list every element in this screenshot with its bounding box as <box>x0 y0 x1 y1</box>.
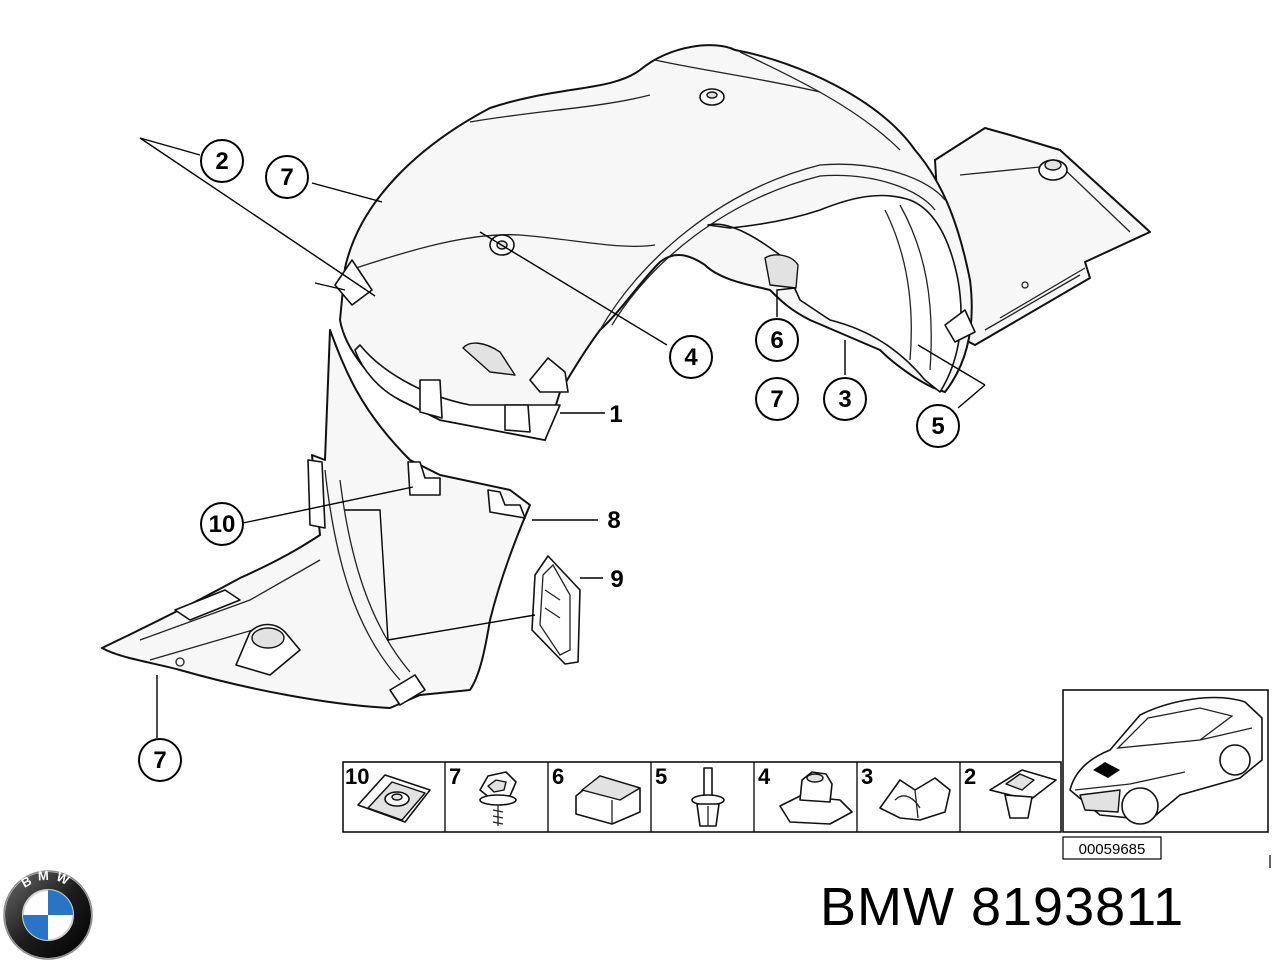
square-clip-icon <box>575 775 641 825</box>
callout-5-label: 5 <box>931 413 944 440</box>
label-8: 8 <box>607 507 620 534</box>
strip-number-2: 2 <box>964 764 976 789</box>
diagram-reference-box: 00059685 <box>1062 836 1162 860</box>
car-locator-thumbnail <box>1062 689 1269 833</box>
strip-number-5: 5 <box>655 764 667 789</box>
diagram-reference-number: 00059685 <box>1079 841 1146 858</box>
spring-clip-icon <box>879 777 951 821</box>
callout-7-top: 7 <box>265 155 309 199</box>
callout-2-label: 2 <box>215 148 228 175</box>
fastener-strip: 10 7 6 5 4 3 2 <box>342 761 1062 833</box>
callout-4-label: 4 <box>684 344 698 371</box>
callout-2: 2 <box>200 139 244 183</box>
strip-number-4: 4 <box>758 764 771 789</box>
brand-part-title: BMW 8193811 <box>820 877 1185 937</box>
wheel-arch-liner-front <box>101 329 531 709</box>
callout-3: 3 <box>823 377 867 421</box>
bmw-logo-icon: BMW <box>3 868 93 960</box>
callout-5: 5 <box>916 404 960 448</box>
underbody-panel <box>934 127 1151 346</box>
label-9: 9 <box>610 566 623 593</box>
strip-number-10: 10 <box>345 764 369 789</box>
callout-3-label: 3 <box>838 386 851 413</box>
callout-4: 4 <box>669 335 713 379</box>
strip-number-7: 7 <box>449 764 461 789</box>
label-1: 1 <box>609 401 622 428</box>
callout-6-label: 6 <box>770 327 783 354</box>
cover-patch <box>531 555 581 665</box>
leader-lines <box>139 137 986 738</box>
callout-7-bottom-label: 7 <box>153 747 166 774</box>
callout-7-top-label: 7 <box>280 164 293 191</box>
callout-6: 6 <box>755 318 799 362</box>
callout-7-mid: 7 <box>755 377 799 421</box>
speed-nut-clip-icon <box>357 774 431 823</box>
callout-7-bottom: 7 <box>138 738 182 782</box>
callout-10: 10 <box>200 502 244 546</box>
strip-number-6: 6 <box>552 764 564 789</box>
callout-10-label: 10 <box>209 511 236 538</box>
wheel-arch-liner-upper <box>334 44 976 441</box>
hex-screw-icon <box>479 771 517 826</box>
push-rivet-icon <box>691 767 725 827</box>
expanding-clip-icon <box>989 769 1057 819</box>
callout-7-mid-label: 7 <box>770 386 783 413</box>
plastic-nut-icon <box>779 771 853 825</box>
strip-number-3: 3 <box>861 764 873 789</box>
